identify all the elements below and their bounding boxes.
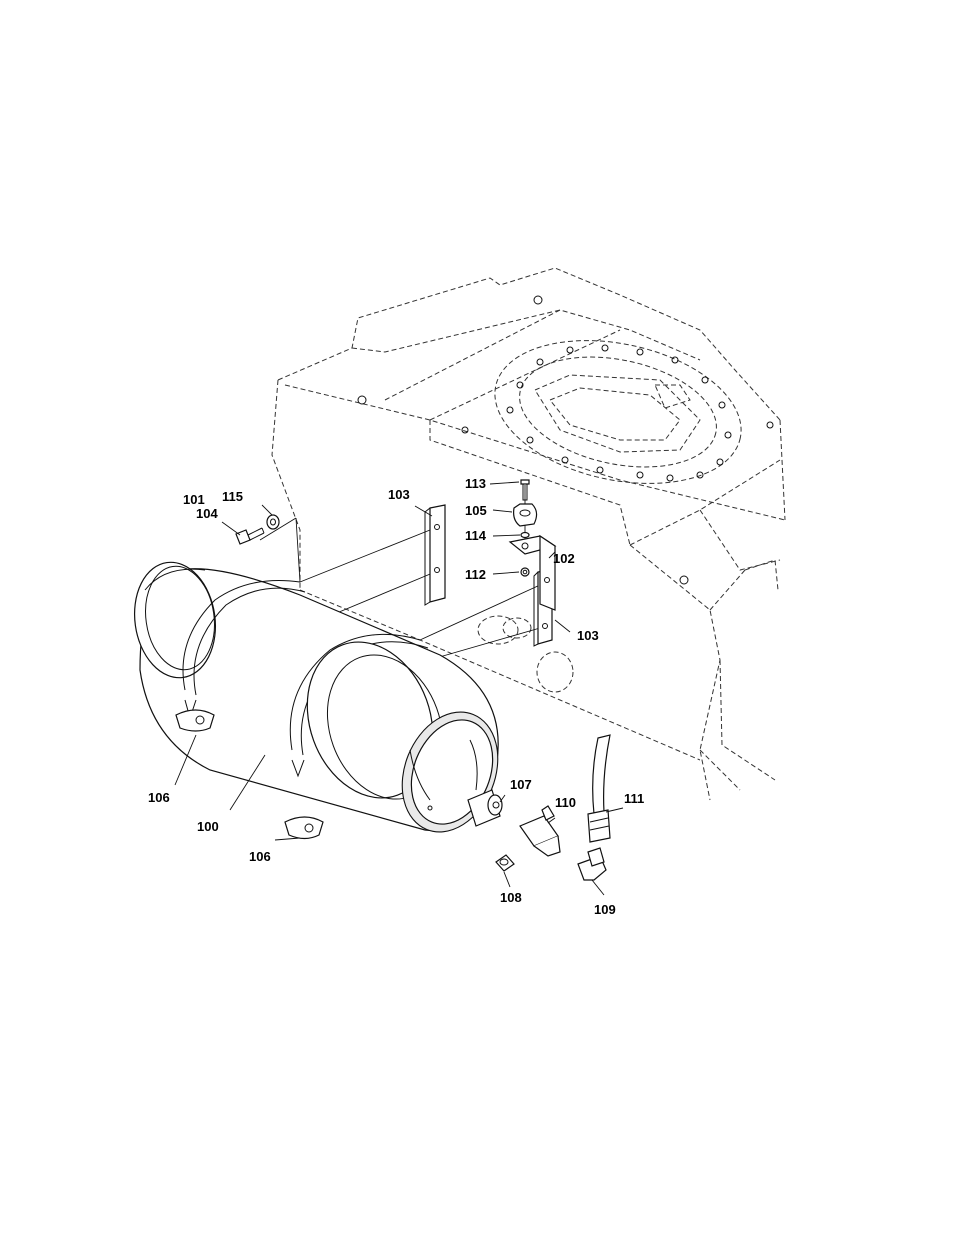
fitting-107: [467, 789, 503, 827]
callout-106-rear: 106: [148, 790, 170, 805]
washer-115: [266, 514, 280, 530]
washer-114: [520, 531, 530, 539]
callout-leaders: [174, 481, 624, 896]
clamp-105: [513, 503, 538, 527]
callout-112: 112: [465, 567, 486, 582]
callout-108: 108: [500, 890, 522, 905]
callout-110: 110: [555, 795, 576, 810]
callout-101: 101: [183, 492, 205, 507]
bracket-102: [508, 534, 557, 611]
callout-labels: 103 102 103 113 105 114 112 101 115 104 …: [148, 476, 644, 917]
callout-100: 100: [197, 819, 219, 834]
canister-100: [133, 561, 499, 833]
elbow-109: [577, 847, 607, 881]
screw-113: [520, 479, 530, 501]
callout-102: 102: [553, 551, 575, 566]
callout-104: 104: [196, 506, 218, 521]
callout-106-front: 106: [249, 849, 271, 864]
nut-112: [520, 567, 530, 577]
callout-114: 114: [465, 528, 487, 543]
callout-111: 111: [624, 791, 644, 806]
callout-103-lower: 103: [577, 628, 599, 643]
vehicle-hull-phantom: [271, 267, 786, 801]
bracket-103-left: [424, 504, 446, 606]
bolt-104: [235, 527, 265, 545]
callout-113: 113: [465, 476, 486, 491]
callout-109: 109: [594, 902, 616, 917]
callout-107: 107: [510, 777, 532, 792]
tee-110: [519, 805, 561, 857]
callout-105: 105: [465, 503, 487, 518]
callout-103-upper: 103: [388, 487, 410, 502]
callout-115: 115: [222, 489, 243, 504]
adapter-108: [495, 854, 515, 872]
hose-111: [587, 734, 611, 843]
clamp-106-rear: [175, 709, 215, 732]
clamp-106-front: [284, 816, 324, 840]
